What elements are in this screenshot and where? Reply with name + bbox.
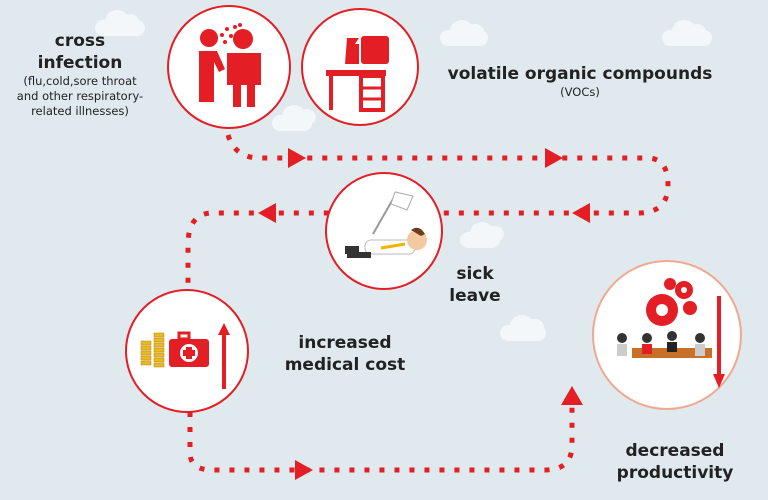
sick-leave-title: sick: [456, 264, 494, 284]
productivity-title: decreased: [625, 441, 725, 461]
medical-cost-title: medical cost: [284, 355, 406, 375]
cross-infection-title: cross: [54, 31, 106, 51]
cloud: [460, 222, 504, 248]
first-aid-kit-coins-icon: [140, 323, 230, 389]
medical-cost-title: increased: [298, 333, 392, 353]
people-sneezing-icon: [199, 23, 261, 107]
medical-cost-label: increased medical cost: [270, 332, 420, 376]
meeting-gears-down-arrow-icon: [617, 278, 725, 388]
cross-infection-label: cross infection (flu,cold,sore throat an…: [5, 30, 155, 119]
productivity-circle: [592, 260, 742, 410]
vocs-title: volatile organic compounds: [447, 64, 713, 84]
sick-leave-circle: [325, 172, 443, 290]
arrow-left: [572, 203, 590, 223]
cloud: [440, 20, 488, 46]
arrow-right: [545, 148, 563, 168]
arrow-right: [295, 460, 313, 480]
vocs-label: volatile organic compounds (VOCs): [440, 63, 720, 100]
productivity-label: decreased productivity: [600, 440, 750, 484]
vocs-detail: (VOCs): [560, 85, 600, 99]
cross-infection-circle: [167, 5, 291, 129]
arrow-left: [258, 203, 276, 223]
cloud: [95, 10, 145, 36]
cross-infection-title: infection: [37, 53, 123, 73]
fallen-worker-white-flag-icon: [345, 191, 427, 258]
cross-infection-detail: and other respiratory-: [16, 89, 144, 103]
cloud: [272, 105, 316, 131]
arrow-up: [561, 386, 583, 405]
vocs-circle: [301, 8, 419, 126]
cloud: [662, 20, 712, 46]
sick-leave-label: sick leave: [435, 263, 515, 307]
medical-cost-circle: [125, 289, 249, 413]
sick-leave-title: leave: [449, 286, 501, 306]
arrow-right: [288, 148, 306, 168]
productivity-title: productivity: [616, 463, 734, 483]
cross-infection-detail: (flu,cold,sore throat: [23, 74, 137, 88]
cross-infection-detail: related illnesses): [31, 104, 129, 118]
desk-cleaning-products-icon: [326, 36, 389, 112]
cloud: [500, 315, 546, 341]
